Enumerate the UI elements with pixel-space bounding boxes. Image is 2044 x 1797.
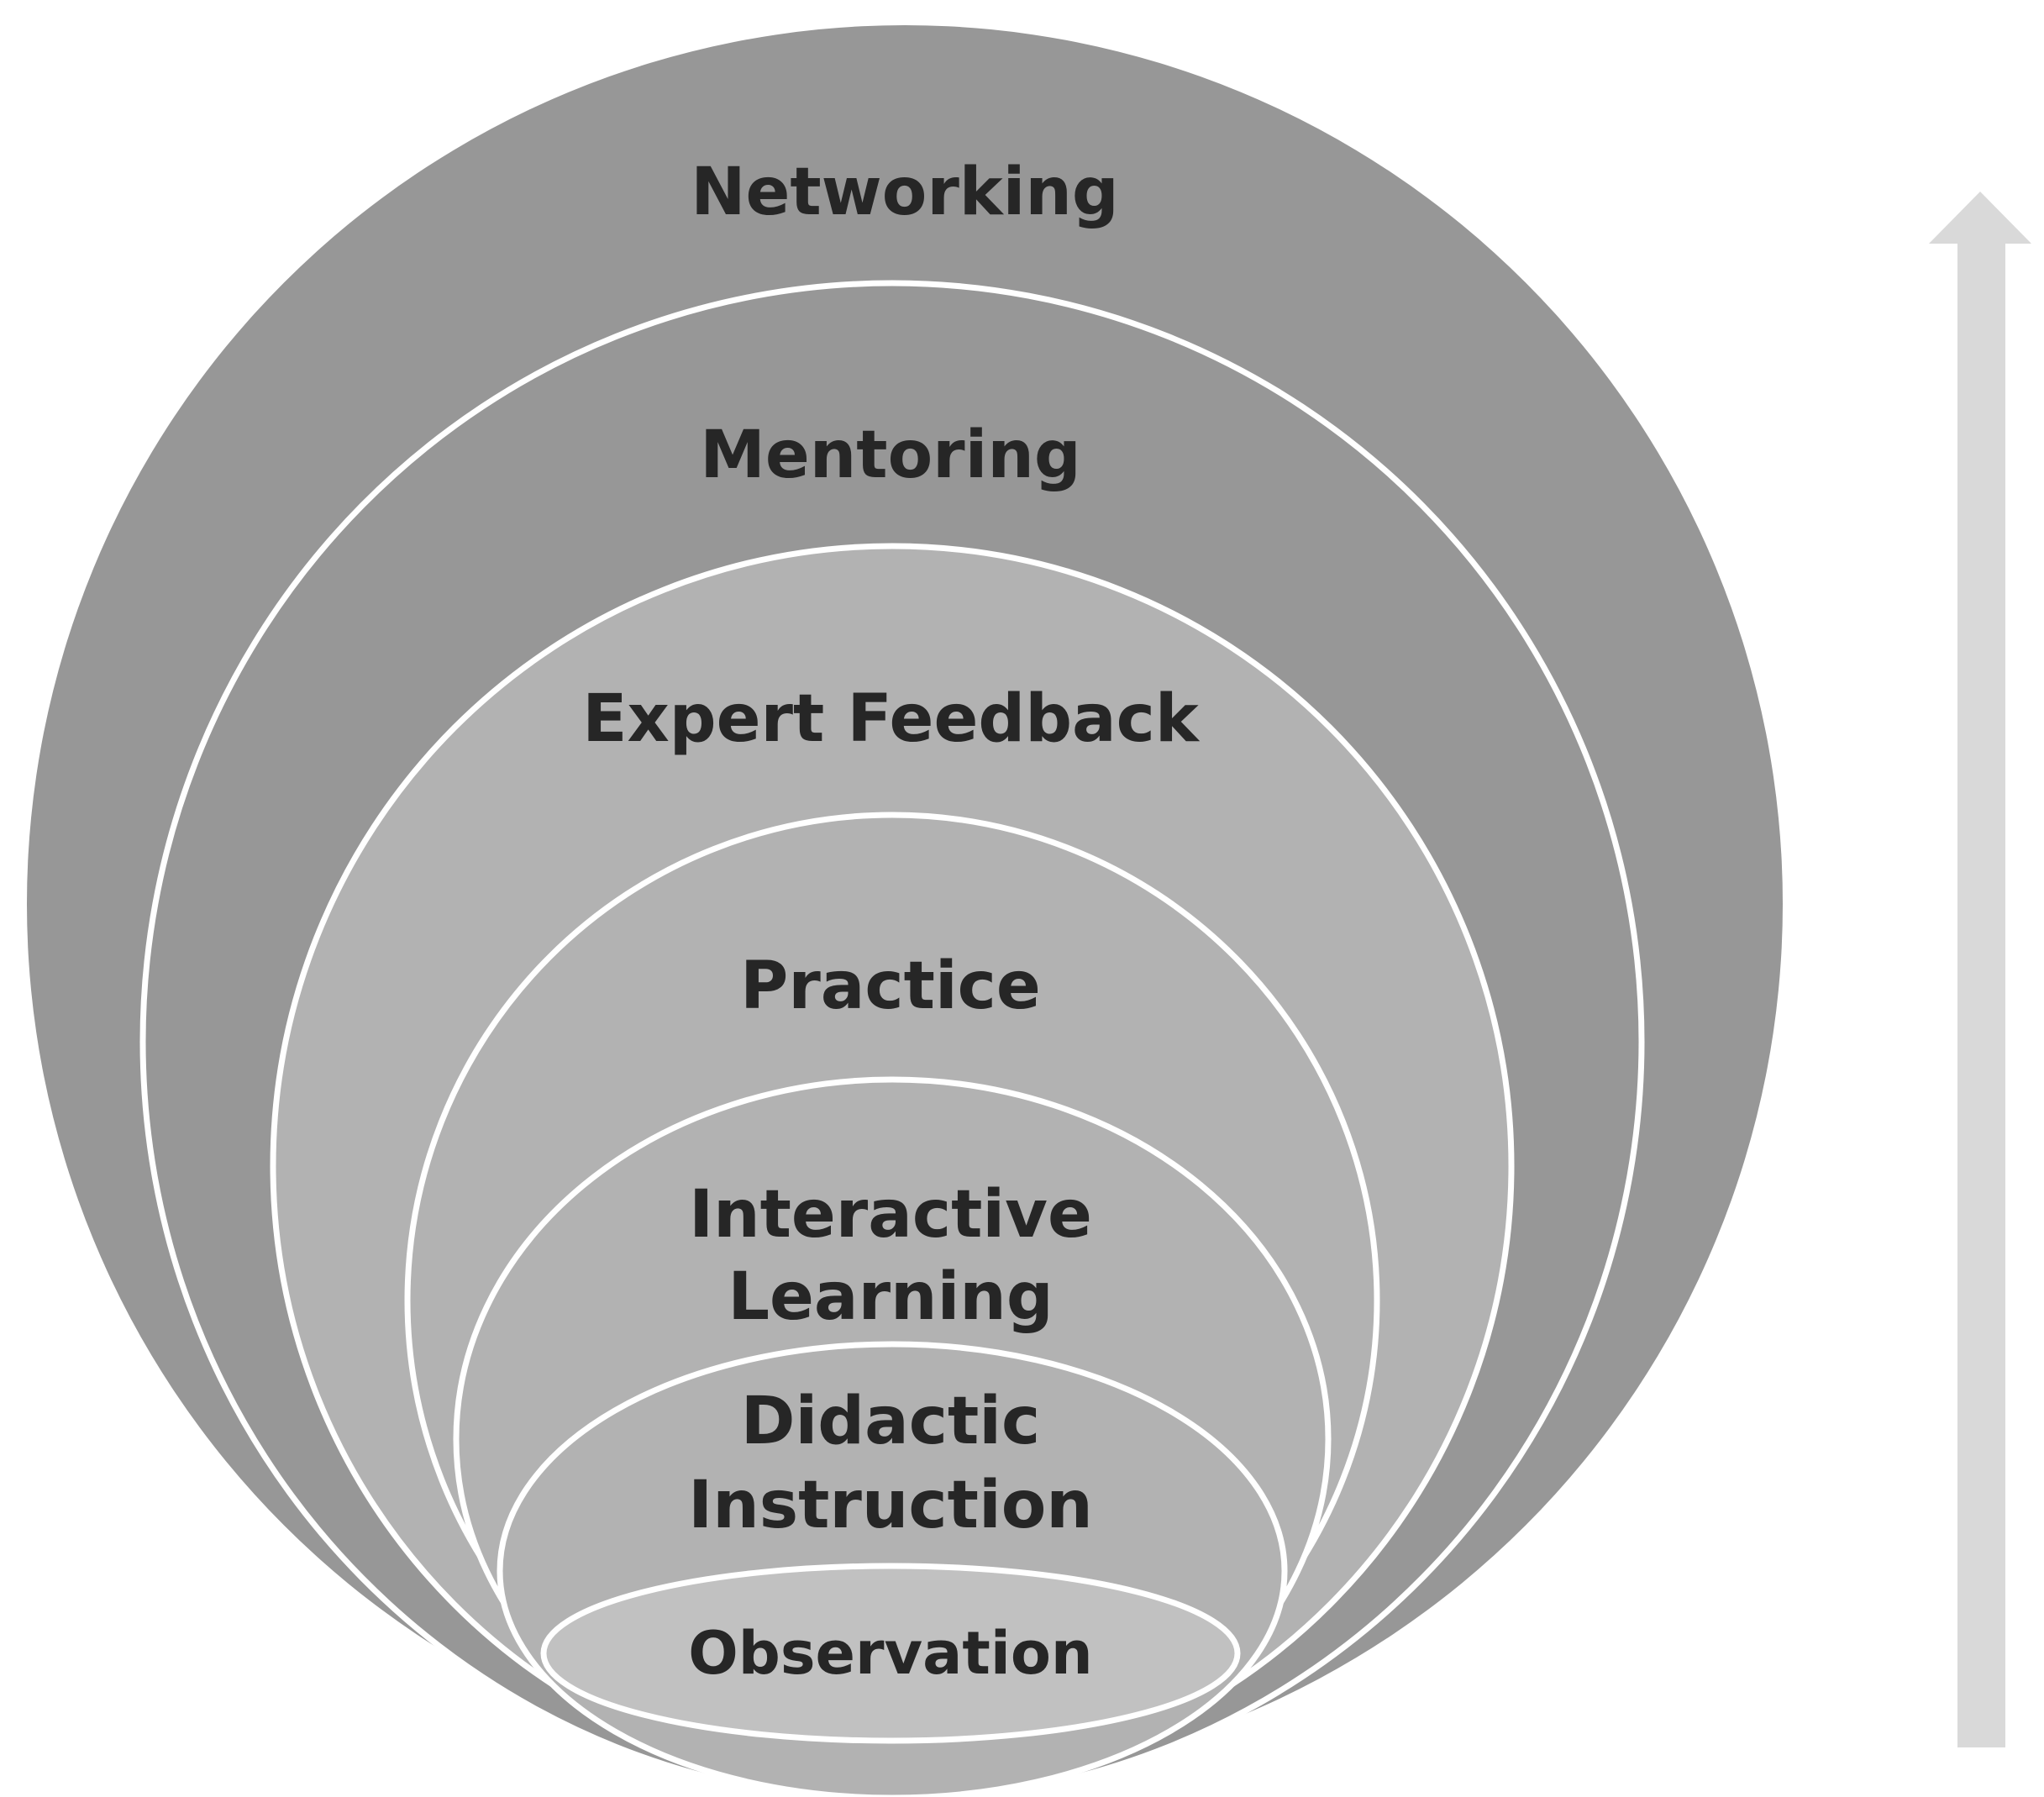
networking-label: Networking	[691, 155, 1119, 230]
observation-ellipse	[540, 1563, 1241, 1744]
interactive-learning-label-line1: Interactive	[689, 1177, 1092, 1253]
practice-label: Practice	[740, 948, 1041, 1024]
didactic-instruction-label-line1: Didactic	[741, 1384, 1040, 1459]
interactive-learning-label-line2: Learning	[728, 1259, 1053, 1335]
didactic-instruction-label-line2: Instruction	[688, 1468, 1093, 1543]
level-observation: Observation	[540, 1563, 1241, 1744]
upward-arrow-icon	[1929, 192, 2031, 1747]
observation-label: Observation	[688, 1619, 1093, 1688]
expert-feedback-label: Expert Feedback	[582, 681, 1201, 757]
mentoring-label: Mentoring	[700, 418, 1081, 493]
